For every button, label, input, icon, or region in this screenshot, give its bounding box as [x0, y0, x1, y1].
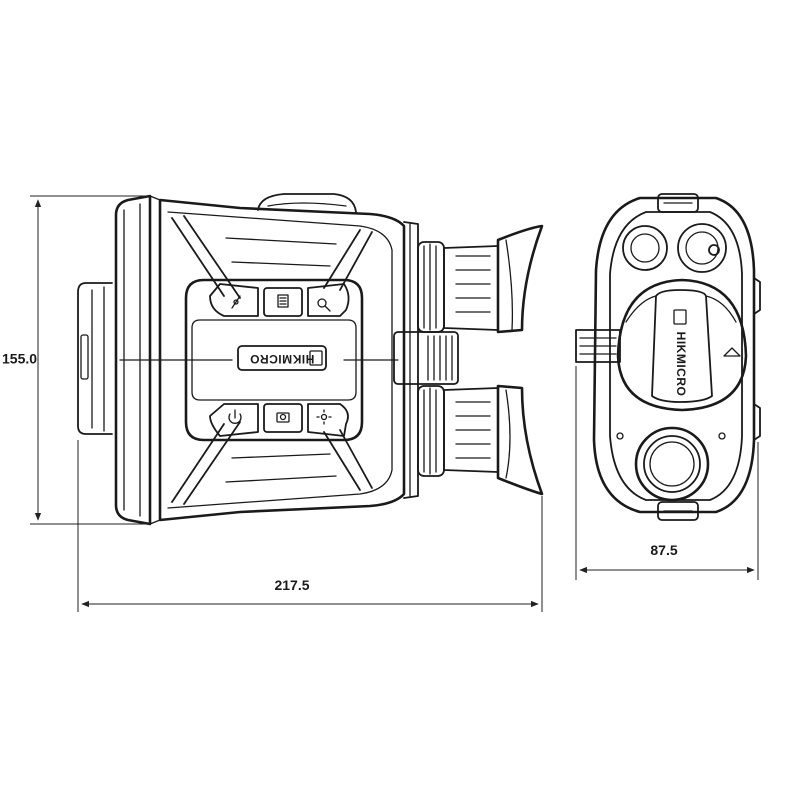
- rear-logo-text: HIKMICRO: [674, 332, 688, 397]
- lens-cover: HIKMICRO: [575, 278, 748, 412]
- width-dimension: 87.5: [575, 366, 759, 580]
- side-view: HIKMICRO: [77, 193, 544, 526]
- laser-icon: [231, 295, 241, 309]
- menu-button[interactable]: [263, 287, 303, 317]
- logo-text: HIKMICRO: [250, 352, 315, 366]
- upper-button-row: [209, 283, 350, 317]
- zoom-button[interactable]: [307, 283, 350, 317]
- brightness-button[interactable]: [307, 403, 349, 437]
- objective-lens: [77, 282, 113, 435]
- height-label: 155.0: [2, 351, 37, 367]
- rear-view: HIKMICRO: [575, 193, 761, 521]
- menu-icon: [277, 294, 289, 308]
- laser-button[interactable]: [209, 283, 259, 317]
- rear-eyepiece: [616, 426, 726, 502]
- power-button[interactable]: [209, 403, 259, 437]
- length-label: 217.5: [274, 577, 309, 593]
- rear-ports: [622, 223, 727, 273]
- zoom-icon: [317, 298, 331, 312]
- logo-badge: HIKMICRO: [237, 345, 327, 371]
- camera-icon: [276, 412, 290, 423]
- control-panel: [119, 278, 399, 442]
- width-label: 87.5: [650, 542, 677, 558]
- lower-button-row: [209, 403, 349, 437]
- length-dimension: 217.5: [77, 440, 543, 612]
- brightness-icon: [316, 409, 332, 425]
- power-icon: [228, 409, 242, 424]
- camera-button[interactable]: [263, 403, 303, 433]
- eyepiece-assembly: [393, 224, 544, 496]
- height-dimension: 155.0: [2, 195, 150, 525]
